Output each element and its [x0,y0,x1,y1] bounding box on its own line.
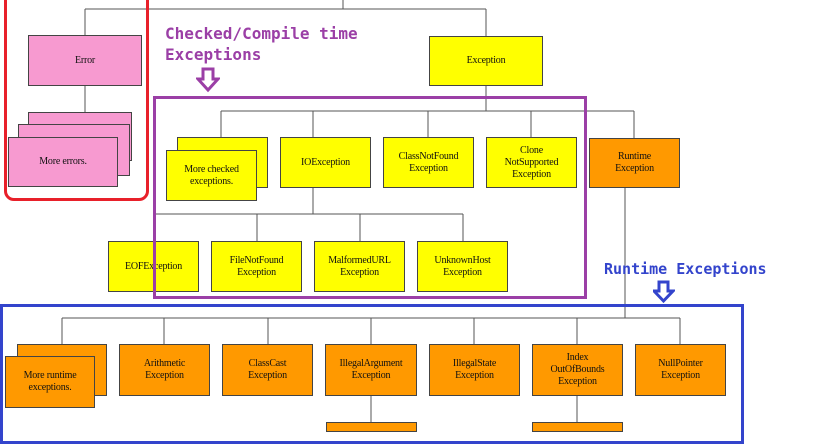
runtime-exceptions-frame [0,304,744,444]
node-more-errors: More errors. [8,137,118,187]
node-unknown-host: UnknownHost Exception [417,241,508,292]
node-index-out-of-bounds: Index OutOfBounds Exception [532,344,623,396]
exception-hierarchy-diagram: Error More errors. Exception More checke… [0,0,767,444]
error-group-frame [4,0,149,201]
node-io-exception: IOException [280,137,371,188]
node-runtime-exception: Runtime Exception [589,138,680,188]
checked-arrow-icon [196,67,220,93]
node-malformed-url: MalformedURL Exception [314,241,405,292]
node-class-cast: ClassCast Exception [222,344,313,396]
connector-lines [61,0,681,422]
node-error: Error [28,35,142,86]
node-illegal-state: IllegalState Exception [429,344,520,396]
node-clone-not-supported: Clone NotSupported Exception [486,137,577,188]
node-null-pointer: NullPointer Exception [635,344,726,396]
checked-exceptions-frame [153,96,587,299]
node-illegal-argument: IllegalArgument Exception [325,344,417,396]
node-file-not-found: FileNotFound Exception [211,241,302,292]
node-arithmetic: Arithmetic Exception [119,344,210,396]
node-class-not-found: ClassNotFound Exception [383,137,474,188]
runtime-arrow-icon [653,280,675,304]
runtime-exceptions-title: Runtime Exceptions [604,260,767,278]
checked-exceptions-title: Checked/Compile time Exceptions [165,24,358,64]
node-more-checked: More checked exceptions. [166,150,257,201]
node-more-runtime: More runtime exceptions. [5,356,95,408]
node-exception: Exception [429,36,543,86]
